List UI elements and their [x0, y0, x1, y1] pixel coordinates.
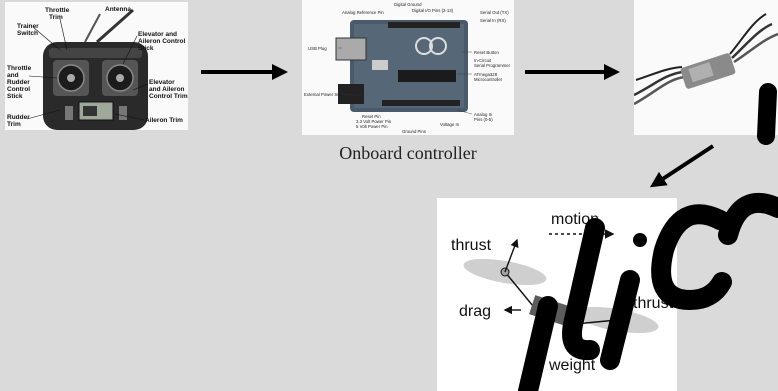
arrow-esc-to-forces — [649, 144, 715, 188]
label-pwr5: 5 Volt Power Pin — [356, 124, 388, 129]
left-thrust-arrow — [504, 238, 519, 273]
label-ext-power: External Power Supply — [304, 92, 348, 97]
label-usb: USB Plug — [308, 46, 327, 51]
label-pwr33: 3.3 Volt Power Pin — [356, 119, 392, 124]
onboard-controller-caption: Onboard controller — [339, 143, 477, 163]
label-serial-in: Serial In (RX) — [480, 18, 506, 23]
label-serial-out: Serial Out (TX) — [480, 10, 509, 15]
label-antenna: Antenna — [105, 6, 131, 13]
label-reset-button: Reset Button — [474, 50, 499, 55]
label-reset-pin: Reset Pin — [362, 114, 381, 119]
arduino-board-image: Digital Ground Analog Reference Pin Digi… — [302, 0, 514, 135]
label-thrust-left: thrust — [451, 237, 492, 254]
label-analog-ref: Analog Reference Pin — [342, 10, 384, 15]
label-digital-io: Digital I/O Pins (2-13) — [412, 8, 454, 13]
label-aileron-trim: Aileron Trim — [145, 117, 183, 124]
usb-plug-shape — [335, 37, 367, 61]
label-weight: weight — [548, 357, 596, 374]
power-jack-shape — [338, 84, 364, 104]
label-ground-pins: Ground Pins — [402, 129, 426, 134]
label-drag: drag — [459, 303, 491, 320]
label-voltage-in: Voltage In — [440, 122, 460, 127]
label-digital-ground: Digital Ground — [394, 2, 422, 7]
chip-shape — [398, 70, 456, 82]
antenna-shape — [96, 8, 134, 44]
esc-image — [634, 0, 778, 135]
